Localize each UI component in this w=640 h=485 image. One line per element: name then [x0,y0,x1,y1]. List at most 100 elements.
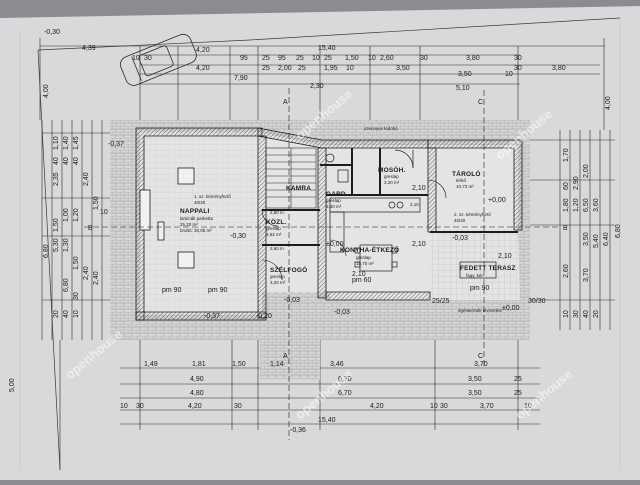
svg-text:10,73 m²: 10,73 m² [456,184,474,189]
section-label-c-top: C [478,99,483,106]
svg-text:10: 10 [346,65,354,72]
svg-text:pm 60: pm 60 [352,277,372,284]
section-markers [84,88,560,440]
svg-text:10: 10 [524,403,532,410]
svg-text:1,20: 1,20 [573,198,580,212]
laundry-fixtures [325,149,414,183]
svg-text:15,40: 15,40 [318,417,336,424]
svg-text:1,00: 1,00 [63,208,70,222]
bottom-dimension-lines [59,340,540,470]
svg-text:KONYHA-ÉTKEZŐ: KONYHA-ÉTKEZŐ [340,245,399,254]
right-dimension-lines [520,130,615,330]
svg-text:6,80: 6,80 [63,278,70,292]
svg-text:3,60: 3,60 [593,198,600,212]
svg-text:3,70: 3,70 [583,268,590,282]
svg-text:15,70 m²: 15,70 m² [356,261,374,266]
svg-text:greslap: greslap [326,198,341,203]
svg-text:10: 10 [312,55,320,62]
svg-text:SZÉLFOGÓ: SZÉLFOGÓ [270,265,307,274]
svg-text:A: A [283,353,288,360]
svg-text:5,40: 5,40 [593,234,600,248]
svg-text:1,45: 1,45 [73,136,80,150]
svg-text:20: 20 [53,310,60,318]
svg-text:2,60 m: 2,60 m [270,246,284,251]
svg-text:GARD.: GARD. [326,191,348,198]
svg-text:30: 30 [440,403,448,410]
svg-text:10: 10 [505,71,513,78]
svg-text:C: C [478,99,483,106]
svg-text:30: 30 [144,55,152,62]
room-konyha-etkezo: KONYHA-ÉTKEZŐ greslap 15,70 m² [340,245,399,266]
svg-text:1,95: 1,95 [324,65,338,72]
svg-text:2,10: 2,10 [410,202,419,207]
svg-text:7,90: 7,90 [234,75,248,82]
svg-text:szennyes ledobó: szennyes ledobó [364,126,398,131]
svg-text:±0,00: ±0,00 [502,305,520,312]
svg-text:pm 90: pm 90 [470,285,490,292]
svg-text:1,80: 1,80 [563,198,570,212]
svg-text:3,80: 3,80 [466,55,480,62]
svg-text:30: 30 [514,55,522,62]
svg-text:KÖZL.: KÖZL. [266,217,287,226]
svg-text:pm 90: pm 90 [208,287,228,294]
stairs [265,147,317,209]
door-swings [261,179,447,281]
svg-text:40: 40 [63,157,70,165]
svg-text:3,50: 3,50 [468,376,482,383]
section-label-a-bottom: A [283,353,288,360]
elevation-labels: -0,37 -0,30 -0,37 -0,20 -0,03 -0,03 ±0,0… [100,141,546,320]
svg-text:2. sz. kéményfürtő: 2. sz. kéményfürtő [454,212,491,217]
room-tarolo: TÁROLÓ térkő 10,73 m² [452,169,481,189]
svg-text:3,50 m²: 3,50 m² [326,204,342,209]
svg-text:4,00: 4,00 [43,84,50,98]
svg-text:1. sz. kéményfürtő: 1. sz. kéményfürtő [194,194,231,199]
svg-text:2,40: 2,40 [93,271,100,285]
svg-text:-0,20: -0,20 [256,313,272,320]
svg-text:±0,00: ±0,00 [326,241,344,248]
svg-text:1,50: 1,50 [345,55,359,62]
svg-text:2,30: 2,30 [310,83,324,90]
svg-text:TÁROLÓ: TÁROLÓ [452,169,481,178]
svg-text:2,40: 2,40 [83,172,90,186]
svg-text:6,80: 6,80 [615,224,622,238]
svg-text:2,10: 2,10 [498,253,512,260]
svg-text:2,10: 2,10 [412,185,426,192]
svg-text:KAMRA: KAMRA [286,185,311,192]
svg-text:3,46: 3,46 [330,361,344,368]
svg-text:-0,36: -0,36 [290,427,306,434]
svg-text:30: 30 [420,55,428,62]
svg-text:15,40: 15,40 [318,45,336,52]
svg-text:1,70: 1,70 [563,148,570,162]
svg-text:1,81: 1,81 [192,361,206,368]
top-dimension-lines [39,38,605,130]
svg-text:-0,30: -0,30 [230,233,246,240]
svg-text:5,00: 5,00 [9,378,16,392]
right-dimension-labels: 4,00 6,80 1,70 60 2,90 2,00 1,20 1,80 3,… [563,96,622,318]
svg-text:FEDETT TERASZ: FEDETT TERASZ [460,265,516,272]
left-dimension-labels: 4,00 6,80 1,10 40 1,40 40 1,45 40 2,35 2… [43,84,100,318]
svg-text:6,50: 6,50 [583,198,590,212]
svg-text:4,39: 4,39 [82,45,96,52]
svg-text:5,10: 5,10 [456,85,470,92]
svg-text:1,20: 1,20 [73,208,80,222]
svg-text:4,20: 4,20 [196,47,210,54]
svg-text:fagy. kér.: fagy. kér. [466,273,484,278]
svg-text:greslap: greslap [356,255,371,260]
svg-text:-0,37: -0,37 [204,313,220,320]
svg-text:10: 10 [120,403,128,410]
svg-text:20: 20 [593,310,600,318]
svg-text:40/40: 40/40 [454,218,466,223]
svg-text:2,60 m: 2,60 m [270,210,284,215]
svg-text:30: 30 [573,310,580,318]
svg-text:3,50: 3,50 [396,65,410,72]
svg-text:25: 25 [514,390,522,397]
svg-text:laminált parketta: laminált parketta [180,216,214,221]
svg-text:25: 25 [298,65,306,72]
svg-text:4,90: 4,90 [190,376,204,383]
svg-text:2,35: 2,35 [53,172,60,186]
svg-text:-0,30: -0,30 [44,29,60,36]
svg-text:25: 25 [514,376,522,383]
svg-text:1,10: 1,10 [53,136,60,150]
section-label-b-right: B [563,225,568,232]
